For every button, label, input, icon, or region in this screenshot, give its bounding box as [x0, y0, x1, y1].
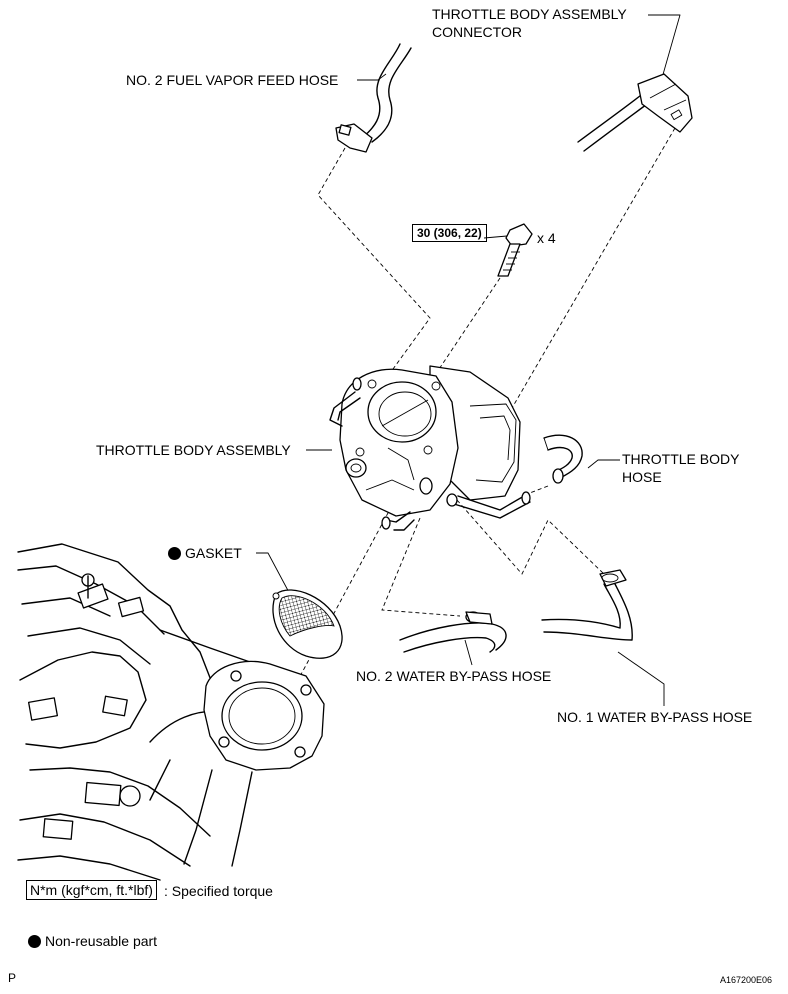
label-throttle-body-hose-line2: HOSE	[622, 469, 662, 485]
throttle-body-hose	[543, 434, 583, 484]
torque-value-box: 30 (306, 22)	[412, 224, 487, 242]
non-reusable-legend-icon	[28, 935, 41, 948]
gasket	[272, 589, 343, 659]
legend-torque-unit: N*m (kgf*cm, ft.*lbf)	[26, 880, 157, 900]
fuel-vapor-feed-hose	[335, 43, 412, 153]
legend-non-reusable: Non-reusable part	[28, 933, 157, 950]
throttle-body-bolt	[497, 223, 533, 277]
label-gasket-text: GASKET	[185, 545, 242, 561]
label-fuel-vapor-hose: NO. 2 FUEL VAPOR FEED HOSE	[126, 72, 339, 88]
legend-non-reusable-text: Non-reusable part	[45, 933, 158, 949]
water-bypass-hose-2	[399, 611, 507, 653]
bolt-quantity: x 4	[537, 230, 556, 246]
label-connector-line1: THROTTLE BODY ASSEMBLY	[432, 6, 627, 22]
label-throttle-body-assembly: THROTTLE BODY ASSEMBLY	[96, 442, 291, 458]
engine-intake-manifold	[17, 543, 325, 881]
label-connector-line2: CONNECTOR	[432, 24, 522, 40]
water-bypass-hose-1	[541, 569, 633, 641]
corner-letter: P	[8, 971, 17, 985]
legend-torque-desc: : Specified torque	[164, 883, 273, 899]
label-throttle-body-hose-line1: THROTTLE BODY	[622, 451, 740, 467]
label-water-bypass-hose-1: NO. 1 WATER BY-PASS HOSE	[557, 709, 753, 725]
label-gasket: GASKET	[168, 545, 242, 562]
connector-harness	[577, 73, 693, 152]
label-water-bypass-hose-2: NO. 2 WATER BY-PASS HOSE	[356, 668, 552, 684]
figure-id: A167200E06	[720, 975, 773, 985]
leader-lines	[256, 14, 681, 706]
throttle-body	[329, 365, 531, 531]
non-reusable-icon	[168, 547, 181, 560]
